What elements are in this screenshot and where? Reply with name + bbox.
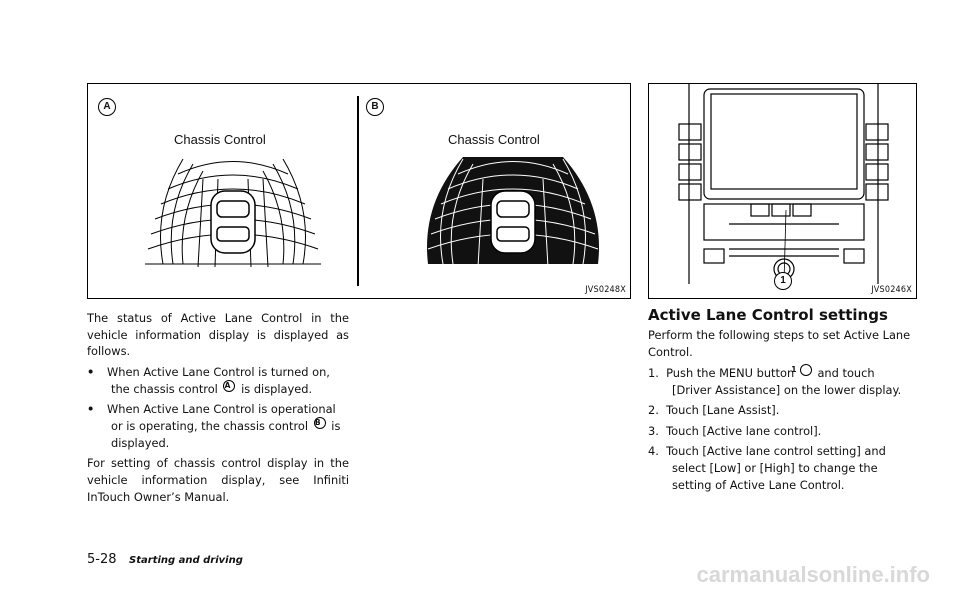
bullet-item: • When Active Lane Control is operationa… — [87, 401, 341, 450]
step-3: 3. Touch [Active lane control]. — [648, 423, 822, 438]
watermark: carmanualsonline.info — [696, 562, 931, 587]
panel-a-label: A — [98, 98, 116, 116]
left-column: The status of Active Lane Control in the… — [87, 310, 349, 505]
section-heading: Active Lane Control settings — [648, 306, 888, 324]
panel-a-title: Chassis Control — [174, 132, 266, 147]
bullet-dot: • — [87, 364, 95, 379]
center-console-illustration — [678, 84, 889, 284]
figure-code: JVS0248X — [585, 285, 626, 295]
chassis-grid-outline-illustration — [145, 158, 321, 268]
marker-a: A — [223, 380, 236, 393]
callout-1: 1 — [774, 272, 792, 290]
right-column: Perform the following steps to set Activ… — [648, 327, 914, 493]
step-4: 4. Touch [Active lane control setting] a… — [648, 444, 886, 492]
bullet-item: • When Active Lane Control is turned on,… — [87, 364, 330, 397]
step-1: 1. Push the MENU button 1 and touch [Dri… — [648, 364, 902, 397]
section-name: Starting and driving — [129, 555, 243, 566]
step-2: 2. Touch [Lane Assist]. — [648, 403, 780, 418]
page-number: 5-28 — [87, 552, 117, 567]
panel-divider — [357, 96, 359, 286]
chassis-grid-filled-illustration — [427, 157, 599, 268]
closing-paragraph: For setting of chassis control display i… — [87, 456, 349, 504]
chassis-control-figure: A Chassis Control B Chassis Control — [87, 83, 631, 299]
marker-1: 1 — [791, 364, 812, 377]
marker-b: B — [313, 417, 326, 430]
dashboard-figure: 1 JVS0246X — [648, 83, 917, 299]
panel-b-title: Chassis Control — [448, 132, 540, 147]
intro-paragraph: The status of Active Lane Control in the… — [87, 311, 349, 359]
bullet-dot: • — [87, 401, 95, 416]
settings-intro: Perform the following steps to set Activ… — [648, 328, 911, 359]
figure-code-right: JVS0246X — [871, 285, 912, 295]
panel-b-label: B — [366, 98, 384, 116]
